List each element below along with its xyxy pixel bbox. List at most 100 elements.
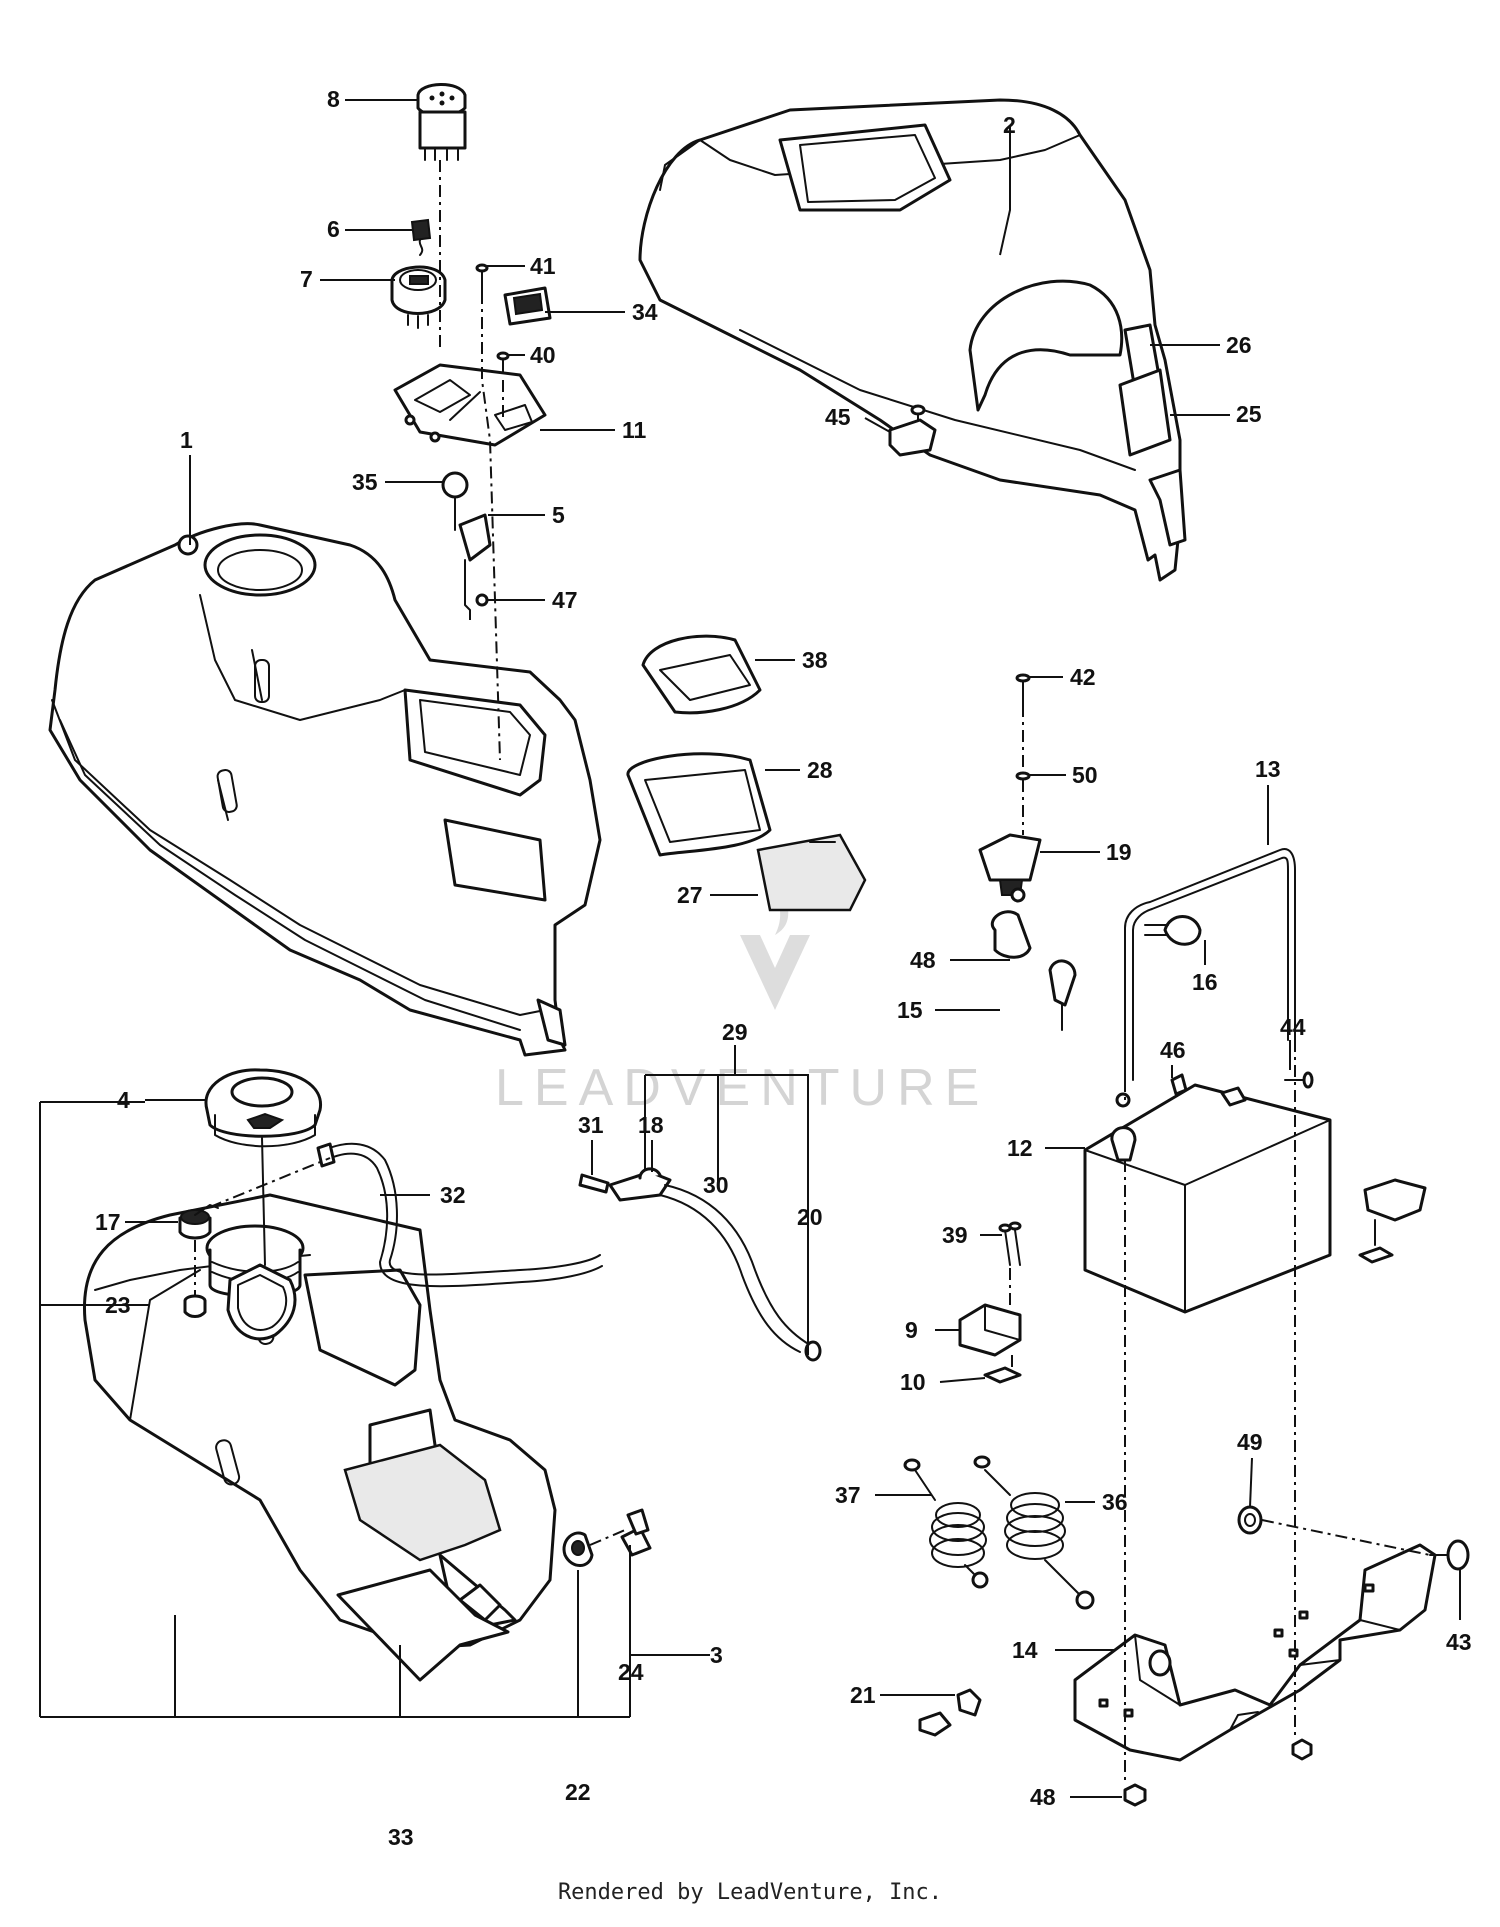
part-6-key [410,218,432,256]
callout-37: 37 [835,1482,861,1508]
callout-9: 9 [905,1317,918,1343]
part-14-battery-tray [1073,1543,1437,1762]
part-12-battery [1083,1083,1332,1314]
part-15-plunger-switch [991,910,1077,1031]
callout-labels: 8 6 7 41 34 40 11 1 35 5 47 2 26 25 45 3… [95,86,1472,1850]
part-24-fitting [620,1508,652,1557]
part-31-fitting [578,1173,610,1194]
part-21-clip [918,1688,982,1737]
callout-10: 10 [900,1369,926,1395]
callout-23: 23 [105,1292,131,1318]
callout-26: 26 [1226,332,1252,358]
callout-16: 16 [1192,969,1218,995]
callout-21: 21 [850,1682,876,1708]
callout-47: 47 [552,587,578,613]
part-23-washer [183,1294,207,1318]
callout-44: 44 [1280,1014,1306,1040]
callout-50: 50 [1072,762,1098,788]
part-20-clamp [804,1340,822,1362]
part-28-grille-frame [626,752,772,857]
credit-footer: Rendered by LeadVenture, Inc. [557,1880,943,1905]
part-50-washer [1015,771,1031,781]
callout-6: 6 [327,216,340,242]
callout-28: 28 [807,757,833,783]
part-48-nut-upper [1010,887,1026,903]
part-37-cable [903,1458,989,1589]
part-48-nut-lower [1123,1738,1313,1807]
callout-22: 22 [565,1779,591,1805]
leader-lines [39,99,1461,1798]
callout-20: 20 [797,1204,823,1230]
callout-43: 43 [1446,1629,1472,1655]
part-1-console-fender [48,522,602,1057]
callout-35: 35 [352,469,378,495]
callout-27: 27 [677,882,703,908]
callout-32: 32 [440,1182,466,1208]
part-30-fuel-line [659,1184,811,1353]
part-33-label [336,1568,510,1682]
callout-40: 40 [530,342,556,368]
part-47-nut [475,593,489,607]
watermark-text: LEADVENTURE [495,1059,989,1117]
callout-15: 15 [897,997,923,1023]
callout-36: 36 [1102,1489,1128,1515]
part-49-nut [1237,1505,1263,1535]
part-4-fuel-cap [204,1068,322,1266]
callout-34: 34 [632,299,658,325]
callout-42: 42 [1070,664,1096,690]
callout-30: 30 [703,1172,729,1198]
callout-17: 17 [95,1209,121,1235]
part-4-gasket-strap [226,1263,297,1341]
callout-31: 31 [578,1112,604,1138]
part-41-screw [475,263,489,293]
callout-33: 33 [388,1824,414,1850]
callout-7: 7 [300,266,313,292]
part-9-relay [958,1303,1022,1357]
callout-8: 8 [327,86,340,112]
callout-48-upper: 48 [910,947,936,973]
callout-4: 4 [117,1087,130,1113]
part-2-upper-console [638,98,1187,582]
part-32-vent-hose [316,1142,603,1288]
part-5-lever [458,513,492,611]
part-18-valve [608,1167,672,1202]
part-42-screw [1015,673,1031,706]
part-45-clip [888,404,937,457]
callout-38: 38 [802,647,828,673]
callout-3: 3 [710,1642,723,1668]
watermark: LEADVENTURE [495,870,989,1117]
callout-2: 2 [1003,112,1016,138]
part-36-cable [973,1455,1095,1610]
part-13-hold-down-rod [1124,848,1296,1081]
callout-11: 11 [622,417,647,443]
part-38-duct [641,634,762,715]
part-22-bushing [562,1531,594,1567]
callout-29: 29 [722,1019,748,1045]
part-7-ignition-switch [390,265,447,329]
callout-14: 14 [1012,1637,1038,1663]
callout-41: 41 [530,253,556,279]
callout-49: 49 [1237,1429,1263,1455]
part-16-connector [1144,915,1202,946]
part-34-hour-meter [503,286,552,326]
callout-39: 39 [942,1222,968,1248]
part-3-fuel-tank [82,1193,557,1650]
callout-48-lower: 48 [1030,1784,1056,1810]
callout-5: 5 [552,502,565,528]
callout-24: 24 [618,1659,644,1685]
part-44-bolt [1284,1071,1314,1089]
part-19-switch [978,833,1042,896]
part-43-bolt [1429,1539,1470,1571]
callout-18: 18 [638,1112,664,1138]
part-11-mounting-plate [393,363,547,447]
callout-45: 45 [825,404,851,430]
part-relay-spare [1358,1178,1427,1264]
callout-25: 25 [1236,401,1262,427]
callout-46: 46 [1160,1037,1186,1063]
part-39-screws [998,1221,1022,1266]
part-27-cover [756,833,867,912]
part-35-knob [441,471,469,531]
callout-12: 12 [1007,1135,1033,1161]
callout-19: 19 [1106,839,1132,865]
